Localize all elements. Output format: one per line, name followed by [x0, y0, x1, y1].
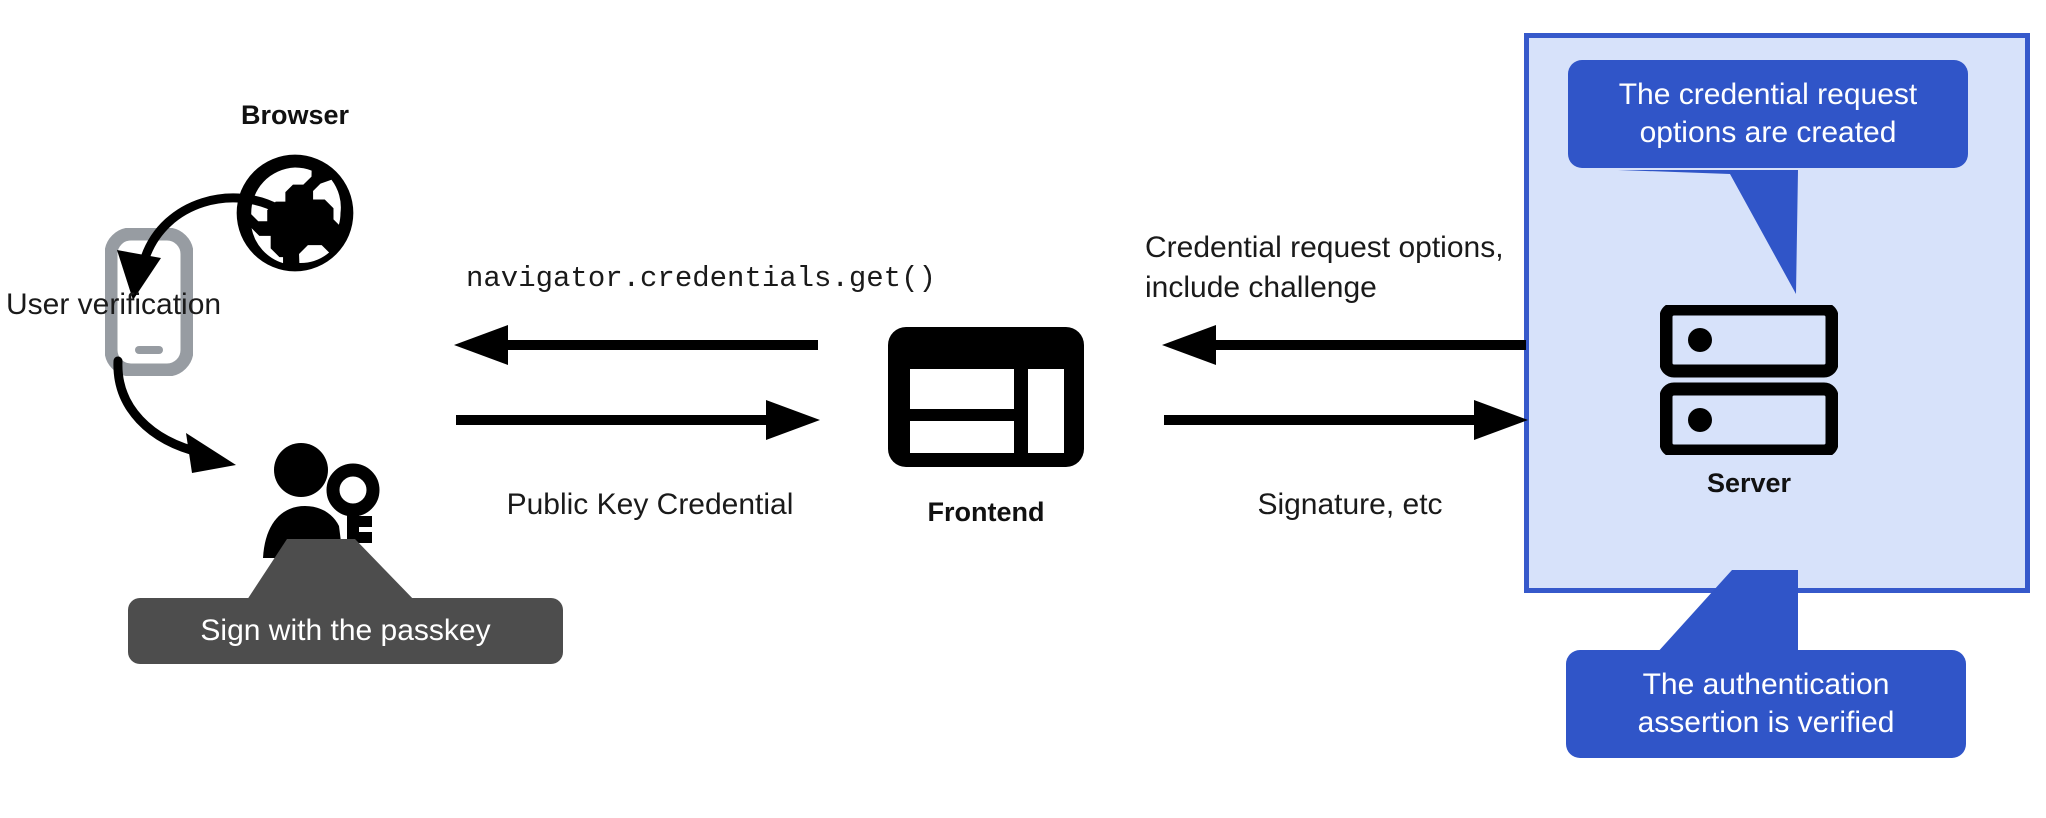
frontend-label: Frontend [927, 497, 1045, 527]
user-verification-label: User verification [6, 288, 222, 321]
globe-icon [225, 143, 365, 283]
public-key-credential-label: Public Key Credential [506, 488, 794, 521]
browser-label: Browser [240, 100, 350, 130]
server-label: Server [1706, 468, 1792, 498]
server-racks-icon [1659, 302, 1839, 458]
navigator-credentials-get-label: navigator.credentials.get() [466, 262, 936, 295]
web-layout-icon [888, 327, 1084, 467]
signature-etc-label: Signature, etc [1257, 488, 1443, 521]
options-created-callout: The credential request options are creat… [1568, 60, 1968, 168]
arrow-browser-to-frontend-icon [456, 400, 820, 440]
arrow-frontend-to-server-icon [1164, 400, 1528, 440]
assertion-verified-callout: The authentication assertion is verified [1566, 650, 1966, 758]
person-with-key-icon [255, 440, 385, 560]
arrow-server-to-frontend-icon [1162, 325, 1526, 365]
sign-with-passkey-callout: Sign with the passkey [128, 598, 563, 664]
credential-request-options-label: Credential request options, include chal… [1145, 231, 1504, 304]
arrow-frontend-to-browser-icon [454, 325, 818, 365]
